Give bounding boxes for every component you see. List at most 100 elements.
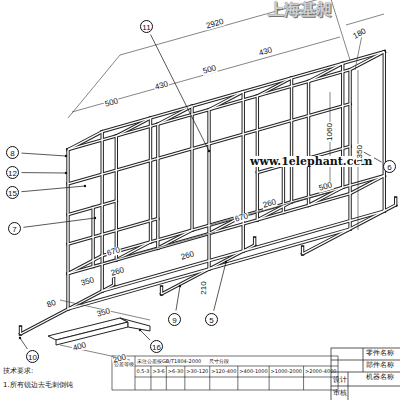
dimension-value: 430 — [257, 46, 274, 58]
dimension-value: 2920 — [204, 17, 225, 30]
frame-member-face — [302, 247, 303, 254]
dimension-value: 350 — [95, 307, 112, 319]
tolerance-table-cell: >1000-2000 — [271, 369, 302, 374]
tolerance-table-grid — [112, 356, 338, 390]
frame-member — [68, 132, 102, 150]
leader-line — [151, 35, 209, 151]
frame-member-face — [309, 63, 343, 81]
dimension-value: 670 — [233, 212, 250, 224]
frame-member-face — [68, 132, 102, 150]
callout-number: 12 — [6, 166, 19, 179]
technical-note: 技术要求: — [3, 368, 33, 375]
frame-member — [341, 63, 344, 187]
table-rule — [269, 366, 270, 390]
frame-member-face — [208, 110, 209, 269]
tolerance-table-cell: >2000-4000 — [305, 369, 336, 374]
callout-number: 10 — [26, 350, 39, 363]
frame-member — [115, 136, 118, 260]
frame-member-face — [116, 118, 150, 136]
frame-member — [290, 78, 293, 202]
frame-member — [253, 238, 256, 245]
frame-member — [207, 110, 210, 269]
callout-number: 11 — [140, 20, 153, 33]
dimension-value: 350 — [79, 276, 96, 288]
technical-note: 1.所有锐边去毛刺倒钝 — [3, 382, 73, 389]
frame-member-face — [350, 52, 384, 70]
frame-member — [149, 118, 152, 242]
frame-member — [242, 92, 245, 251]
frame-member-face — [303, 205, 396, 254]
frame-member-face — [342, 63, 343, 187]
frame-member — [307, 81, 310, 205]
title-block-cell: 审核 — [333, 390, 347, 397]
frame-member — [100, 132, 103, 291]
frame-member — [209, 92, 243, 110]
tolerance-table-cell: 尺寸分段 — [209, 359, 229, 364]
table-rule — [166, 366, 167, 390]
title-block-cell: 零件名称 — [366, 350, 394, 357]
dimension-value: 260 — [109, 266, 126, 278]
frame-member-face — [92, 207, 93, 266]
table-border — [112, 356, 338, 390]
frame-member-face — [68, 104, 350, 184]
callout-number: 9 — [168, 313, 181, 326]
leader-line — [214, 262, 226, 311]
leader-line — [21, 153, 66, 156]
frame-member — [190, 106, 193, 230]
watermark: 上海基昶 — [268, 2, 332, 18]
frame-member-face — [257, 78, 291, 96]
leader-dot — [65, 155, 67, 157]
dimension-value: 670 — [105, 246, 122, 258]
table-rule — [150, 366, 151, 390]
tolerance-table-cell: 0.5-3 — [137, 369, 150, 374]
dimension-value: 180 — [351, 27, 368, 41]
frame-member-face — [395, 198, 396, 205]
callout-number: 7 — [8, 222, 21, 235]
tolerance-table-cell: >120-400 — [211, 369, 236, 374]
frame-member-face — [308, 81, 309, 205]
table-rule — [237, 366, 238, 390]
dimension-value: 80 — [45, 298, 58, 309]
leader-dot — [84, 185, 86, 187]
frame-member-face — [68, 219, 158, 244]
frame-member — [309, 63, 343, 81]
dimension-lines — [60, 0, 384, 360]
dimension-value: 260 — [261, 198, 278, 210]
frame-member-face — [157, 124, 158, 248]
leader-line — [21, 172, 66, 173]
dimension-value: 500 — [317, 181, 334, 193]
frame-member-face — [68, 201, 116, 215]
tolerance-table-cell: >400-1000 — [239, 369, 267, 374]
leader-line — [23, 218, 95, 227]
frame-member-face — [291, 78, 292, 202]
frame-member — [156, 124, 159, 248]
frame-member-face — [349, 70, 350, 229]
frame-member — [348, 70, 351, 229]
leader-line — [140, 330, 150, 340]
dimension-value: 260 — [179, 250, 196, 262]
frame-member-face — [162, 245, 255, 294]
leader-dot — [19, 337, 21, 339]
dimension-value: 210 — [200, 280, 208, 295]
frame-member-face — [116, 136, 117, 260]
dimension-value: 1060 — [326, 122, 334, 142]
title-block-cell: 设计 — [333, 377, 347, 384]
callout-number: 16 — [150, 340, 163, 353]
frame-member-face — [150, 118, 151, 242]
frame-member — [112, 278, 115, 285]
detached-foot-part — [48, 318, 150, 345]
frame-member-face — [254, 238, 255, 245]
tolerance-table-cell: 公差等级 — [114, 362, 134, 367]
frame-member — [158, 230, 192, 248]
leader-dot — [179, 285, 181, 287]
frame-member — [383, 52, 386, 211]
frame-member-face — [243, 92, 244, 251]
frame-member-face — [384, 52, 385, 211]
tolerance-table-cell: >6-30 — [168, 369, 184, 374]
title-block-cell: 部件名称 — [366, 362, 394, 369]
callout-number: 6 — [383, 160, 396, 173]
frame-member-face — [209, 92, 243, 110]
frame-member — [116, 118, 150, 136]
table-rule — [209, 366, 210, 390]
